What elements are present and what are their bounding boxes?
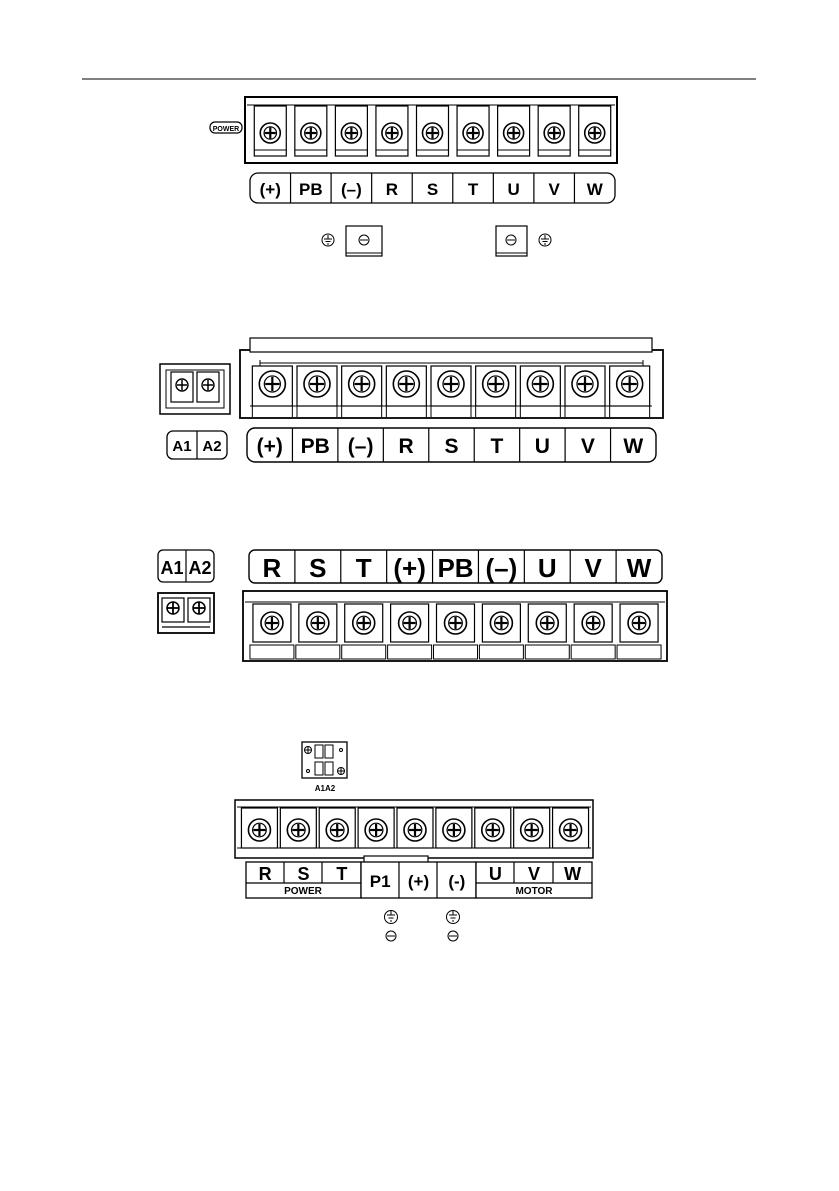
terminal-label: T [468, 180, 479, 199]
screw-icon [248, 819, 270, 841]
screw-icon [628, 612, 650, 634]
aux-label-a2: A2 [202, 438, 221, 455]
terminal-label: T [491, 435, 504, 458]
screw-icon [483, 371, 509, 397]
terminal-label: PB [301, 435, 330, 458]
terminal-label: (-) [448, 872, 465, 891]
terminal-label: U [535, 435, 550, 458]
power-group-label: POWER [284, 886, 323, 897]
screw-icon [326, 819, 348, 841]
terminal-label: S [297, 864, 309, 884]
terminal-label: V [528, 864, 540, 884]
terminal-label: V [548, 180, 560, 199]
terminal-label: R [386, 180, 398, 199]
screw-icon [365, 819, 387, 841]
aux-label-a2: A2 [188, 558, 211, 578]
terminal-label: V [584, 553, 602, 583]
diagram-2: A1 A2 (+) PB (–) R S T U V W [160, 338, 663, 462]
terminal-label: W [564, 864, 581, 884]
terminal-foot [296, 645, 340, 659]
terminal-label: W [587, 180, 604, 199]
terminal-label: (+) [260, 180, 281, 199]
screw-icon [582, 612, 604, 634]
ground-terminal-right [496, 226, 551, 256]
screw-icon [423, 123, 443, 143]
aux-label-a1: A1 [172, 438, 191, 455]
terminal-label: W [627, 553, 652, 583]
terminal-label: PB [437, 553, 473, 583]
terminal-foot [434, 645, 478, 659]
terminal-label: W [623, 435, 643, 458]
terminal-label: T [336, 864, 347, 884]
aux-label-a1a2: A1A2 [315, 784, 336, 793]
terminal-foot [250, 645, 294, 659]
screw-icon [353, 612, 375, 634]
screw-icon [560, 819, 582, 841]
screw-icon [445, 612, 467, 634]
terminal-label: (+) [408, 872, 429, 891]
motor-group-label: MOTOR [515, 886, 553, 897]
ground-terminal-left [322, 226, 382, 256]
terminal-label: (+) [257, 435, 283, 458]
terminal-foot [479, 645, 523, 659]
screw-icon [307, 612, 329, 634]
terminal-label: U [538, 553, 557, 583]
terminal-label: (+) [393, 553, 426, 583]
terminal-foot [525, 645, 569, 659]
diagram-4: A1A2 R S T POWER P1 (+) (-) U V W MOTOR [235, 742, 593, 941]
terminal-label: R [259, 864, 272, 884]
terminal-foot [342, 645, 386, 659]
screw-icon [617, 371, 643, 397]
power-tag: POWER [213, 126, 239, 133]
terminal-foot [571, 645, 615, 659]
screw-icon [572, 371, 598, 397]
screw-icon [260, 123, 280, 143]
screw-icon [341, 123, 361, 143]
ground-icon [447, 911, 460, 942]
terminal-label: R [398, 435, 413, 458]
screw-icon [382, 123, 402, 143]
diagram-1: POWER (+) PB (–) R S T U V W [210, 97, 617, 256]
screw-icon [287, 819, 309, 841]
screw-icon [261, 612, 283, 634]
screw-icon [304, 371, 330, 397]
terminal-label: U [489, 864, 502, 884]
screw-icon [521, 819, 543, 841]
terminal-label: R [263, 553, 282, 583]
screw-icon [504, 123, 524, 143]
screw-icon [349, 371, 375, 397]
terminal-label: V [581, 435, 595, 458]
terminal-label: P1 [370, 872, 391, 891]
terminal-label: (–) [348, 435, 374, 458]
screw-icon [527, 371, 553, 397]
terminal-label: T [356, 553, 372, 583]
screw-icon [443, 819, 465, 841]
aux-label-a1: A1 [160, 558, 183, 578]
screw-icon [259, 371, 285, 397]
terminal-label: PB [299, 180, 323, 199]
terminal-label: S [427, 180, 438, 199]
screw-icon [393, 371, 419, 397]
screw-icon [463, 123, 483, 143]
screw-icon [301, 123, 321, 143]
terminal-foot [388, 645, 432, 659]
terminal-label: U [507, 180, 519, 199]
screw-icon [438, 371, 464, 397]
screw-icon [482, 819, 504, 841]
screw-icon [536, 612, 558, 634]
ground-icon [385, 911, 398, 942]
terminal-label: (–) [485, 553, 517, 583]
screw-icon [399, 612, 421, 634]
screw-icon [404, 819, 426, 841]
terminal-label: S [309, 553, 326, 583]
screw-icon [544, 123, 564, 143]
screw-icon [490, 612, 512, 634]
screw-icon [585, 123, 605, 143]
terminal-foot [617, 645, 661, 659]
terminal-label: S [444, 435, 458, 458]
terminal-label: (–) [341, 180, 362, 199]
